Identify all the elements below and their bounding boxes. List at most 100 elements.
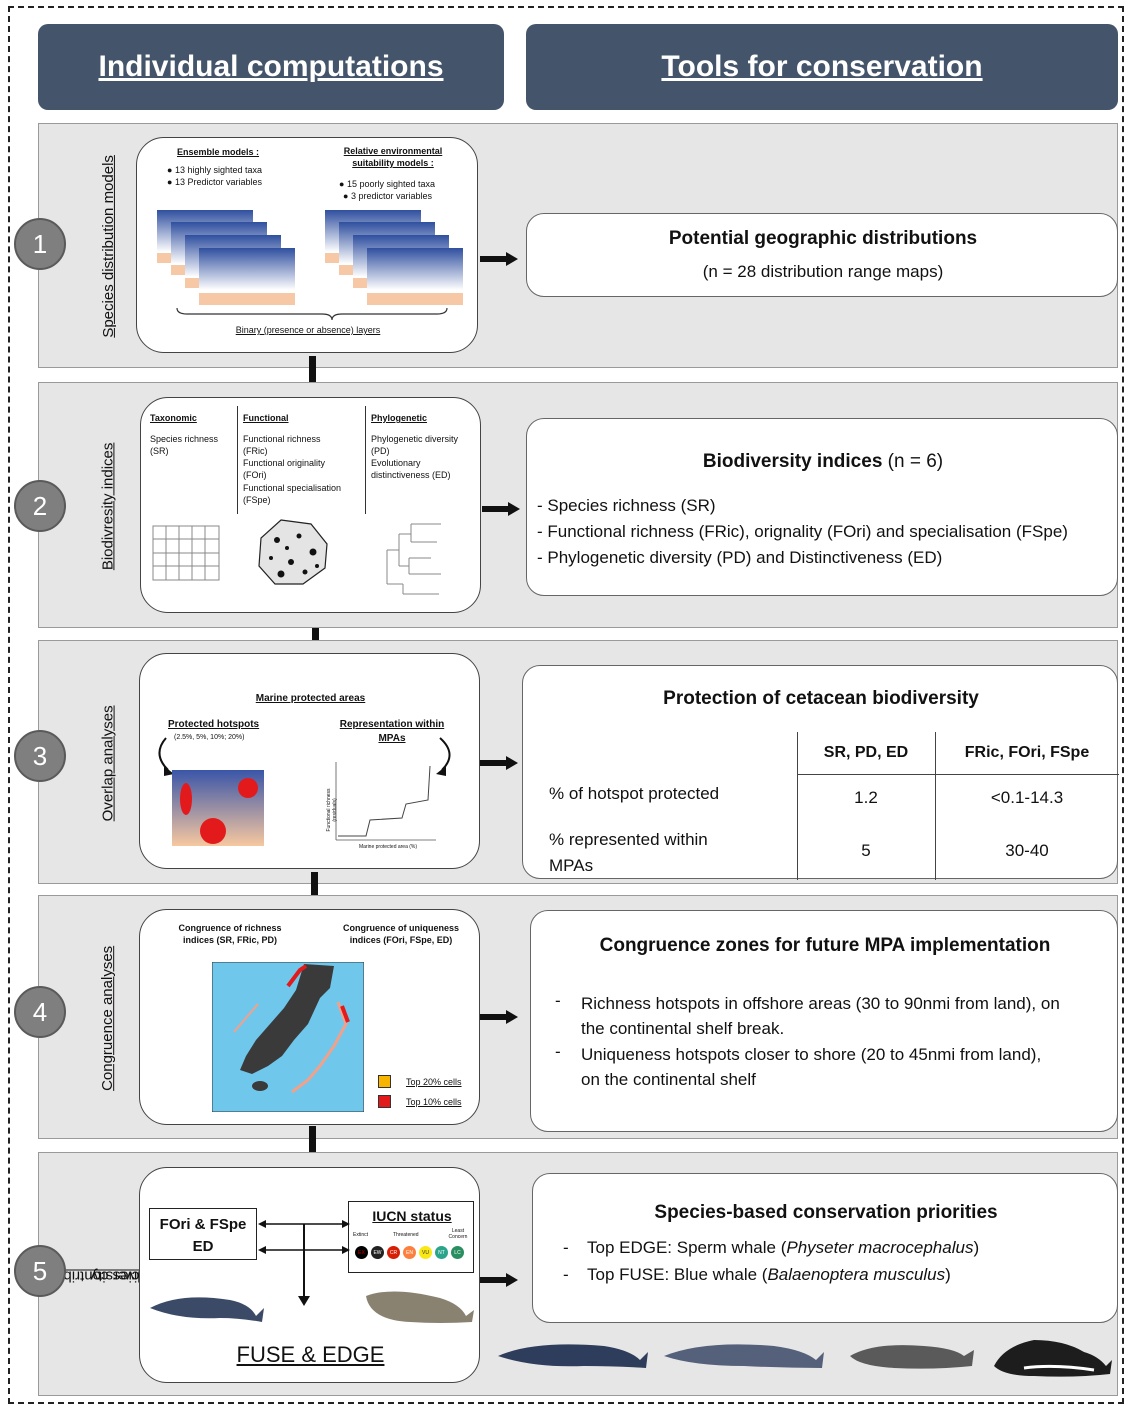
legend-label-top10: Top 10% cells xyxy=(406,1097,462,1107)
relative-item-1: ● 15 poorly sighted taxa xyxy=(339,179,435,189)
trait-space-icon xyxy=(258,519,328,585)
legend-swatch-top20 xyxy=(378,1075,391,1088)
col-header-sr-pd-ed: SR, PD, ED xyxy=(823,744,909,761)
hotspot-3 xyxy=(200,818,226,844)
biodiversity-indices-title: Biodiversity indices (n = 6) xyxy=(702,451,944,472)
row-hotspot-protected-a: 1.2 xyxy=(854,788,878,807)
row-hotspot-protected-b: <0.1-14.3 xyxy=(990,788,1064,807)
right-layer-stack xyxy=(325,210,463,305)
iucn-badge-ex: EX xyxy=(355,1246,368,1259)
step-number-4: 4 xyxy=(14,986,66,1038)
fuse-edge-arrows xyxy=(150,1220,474,1323)
hotspot-1 xyxy=(180,783,192,815)
congruence-item-1: Richness hotspots in offshore areas (30 … xyxy=(581,994,1060,1038)
hotspots-subtitle: (2.5%, 5%, 10%; 20%) xyxy=(174,734,245,741)
phylogeny-icon xyxy=(386,523,441,595)
taxonomic-lines: Species richness(SR) xyxy=(150,434,219,457)
row-represented-label: % represented within MPAs xyxy=(549,830,708,875)
priority-item-1: Top EDGE: Sperm whale (Physeter macrocep… xyxy=(587,1238,980,1257)
iucn-badge-nt: NT xyxy=(435,1246,448,1259)
header-individual-computations: Individual computations xyxy=(38,24,504,110)
brace xyxy=(176,307,448,321)
fuse-edge-label: FUSE & EDGE xyxy=(236,1342,385,1367)
protection-title: Protection of cetacean biodiversity xyxy=(663,688,979,709)
divider-1 xyxy=(237,406,238,514)
curved-arrow-right xyxy=(439,737,451,771)
arrow-right-2 xyxy=(482,502,520,516)
potential-distributions-box: Potential geographic distributions (n = … xyxy=(526,213,1118,297)
whale-illustration-2 xyxy=(664,1344,824,1368)
bio-item-2: - Functional richness (FRic), orignality… xyxy=(537,522,1068,541)
table-vline-1 xyxy=(797,732,798,880)
south-island-land xyxy=(240,964,334,1074)
iucn-badge-lc: LC xyxy=(451,1246,464,1259)
step-number-5: 5 xyxy=(14,1245,66,1297)
species-priorities-title: Species-based conservation priorities xyxy=(654,1202,998,1223)
table-hline xyxy=(797,774,1119,775)
biodiversity-indices-box: Biodiversity indices (n = 6) - Species r… xyxy=(526,418,1118,596)
overlap-panel: Marine protected areas Protected hotspot… xyxy=(139,653,480,869)
outer-dashed-frame xyxy=(8,6,1124,1404)
iucn-least-concern-label: Least Concern xyxy=(448,1228,468,1240)
congruence-zones-title: Congruence zones for future MPA implemen… xyxy=(599,935,1051,956)
representation-curve-plot xyxy=(335,762,436,841)
protection-box: Protection of cetacean biodiversity SR, … xyxy=(522,665,1119,880)
ensemble-title: Ensemble models : xyxy=(177,147,260,157)
mpa-title: Marine protected areas xyxy=(255,693,366,704)
bio-item-1: - Species richness (SR) xyxy=(537,496,716,515)
binary-layers-label: Binary (presence or absence) layers xyxy=(235,325,381,335)
iucn-badge-ew: EW xyxy=(371,1246,384,1259)
functional-lines: Functional richness(FRic) Functional ori… xyxy=(243,434,342,505)
potential-distributions-title: Potential geographic distributions xyxy=(668,228,978,249)
row-hotspot-protected-label: % of hotspot protected xyxy=(549,784,720,803)
plot-x-axis-label: Marine protected area (%) xyxy=(358,844,418,850)
whale-illustration-1 xyxy=(498,1344,648,1368)
table-vline-2 xyxy=(935,732,936,880)
grid-icon xyxy=(152,525,220,581)
congruence-zones-box: Congruence zones for future MPA implemen… xyxy=(530,910,1118,1132)
arrow-right-5 xyxy=(480,1273,518,1287)
iucn-extinct-label: Extinct xyxy=(353,1232,369,1238)
species-priorities-box: Species-based conservation priorities - … xyxy=(532,1173,1118,1323)
phylogenetic-heading: Phylogenetic xyxy=(371,413,428,423)
priority-item-2: Top FUSE: Blue whale (Balaenoptera muscu… xyxy=(587,1265,951,1284)
bio-item-3: - Phylogenetic diversity (PD) and Distin… xyxy=(537,548,943,567)
sperm-whale-icon xyxy=(366,1291,474,1323)
plot-y-axis-label: Functional richness (residuals) xyxy=(326,788,338,832)
cetacean-illustrations xyxy=(498,1340,1112,1377)
blue-whale-icon xyxy=(150,1297,264,1322)
row-represented-b: 30-40 xyxy=(1005,841,1049,860)
sdm-panel: Ensemble models : ● 13 highly sighted ta… xyxy=(136,137,478,353)
ensemble-item-2: ● 13 Predictor variables xyxy=(167,177,262,187)
arrow-right-4 xyxy=(480,1010,518,1024)
indices-icons xyxy=(152,519,441,595)
potential-distributions-subtitle: (n = 28 distribution range maps) xyxy=(702,262,944,281)
header-tools-for-conservation: Tools for conservation xyxy=(526,24,1118,110)
step-number-2: 2 xyxy=(14,480,66,532)
iucn-badge-cr: CR xyxy=(387,1246,400,1259)
iucn-badge-vu: VU xyxy=(419,1246,432,1259)
overlap-graphics xyxy=(158,737,451,846)
iucn-threatened-label: Threatened xyxy=(393,1232,419,1238)
step-number-3: 3 xyxy=(14,730,66,782)
arrow-right-3 xyxy=(480,756,518,770)
row-represented-a: 5 xyxy=(861,841,871,860)
dolphin-illustration xyxy=(994,1340,1112,1377)
congruence-item-2-dash: - xyxy=(555,1042,561,1061)
ensemble-item-1: ● 13 highly sighted taxa xyxy=(167,165,262,175)
iucn-badges: EX EW CR EN VU NT LC xyxy=(355,1246,464,1259)
step-number-1: 1 xyxy=(14,218,66,270)
priority-item-2-dash: - xyxy=(563,1265,569,1284)
taxonomic-heading: Taxonomic xyxy=(150,413,197,423)
legend-label-top20: Top 20% cells xyxy=(406,1077,462,1087)
legend-swatch-top10 xyxy=(378,1095,391,1108)
congruence-item-2: Uniqueness hotspots closer to shore (20 … xyxy=(581,1045,1042,1089)
priority-item-1-dash: - xyxy=(563,1238,569,1257)
